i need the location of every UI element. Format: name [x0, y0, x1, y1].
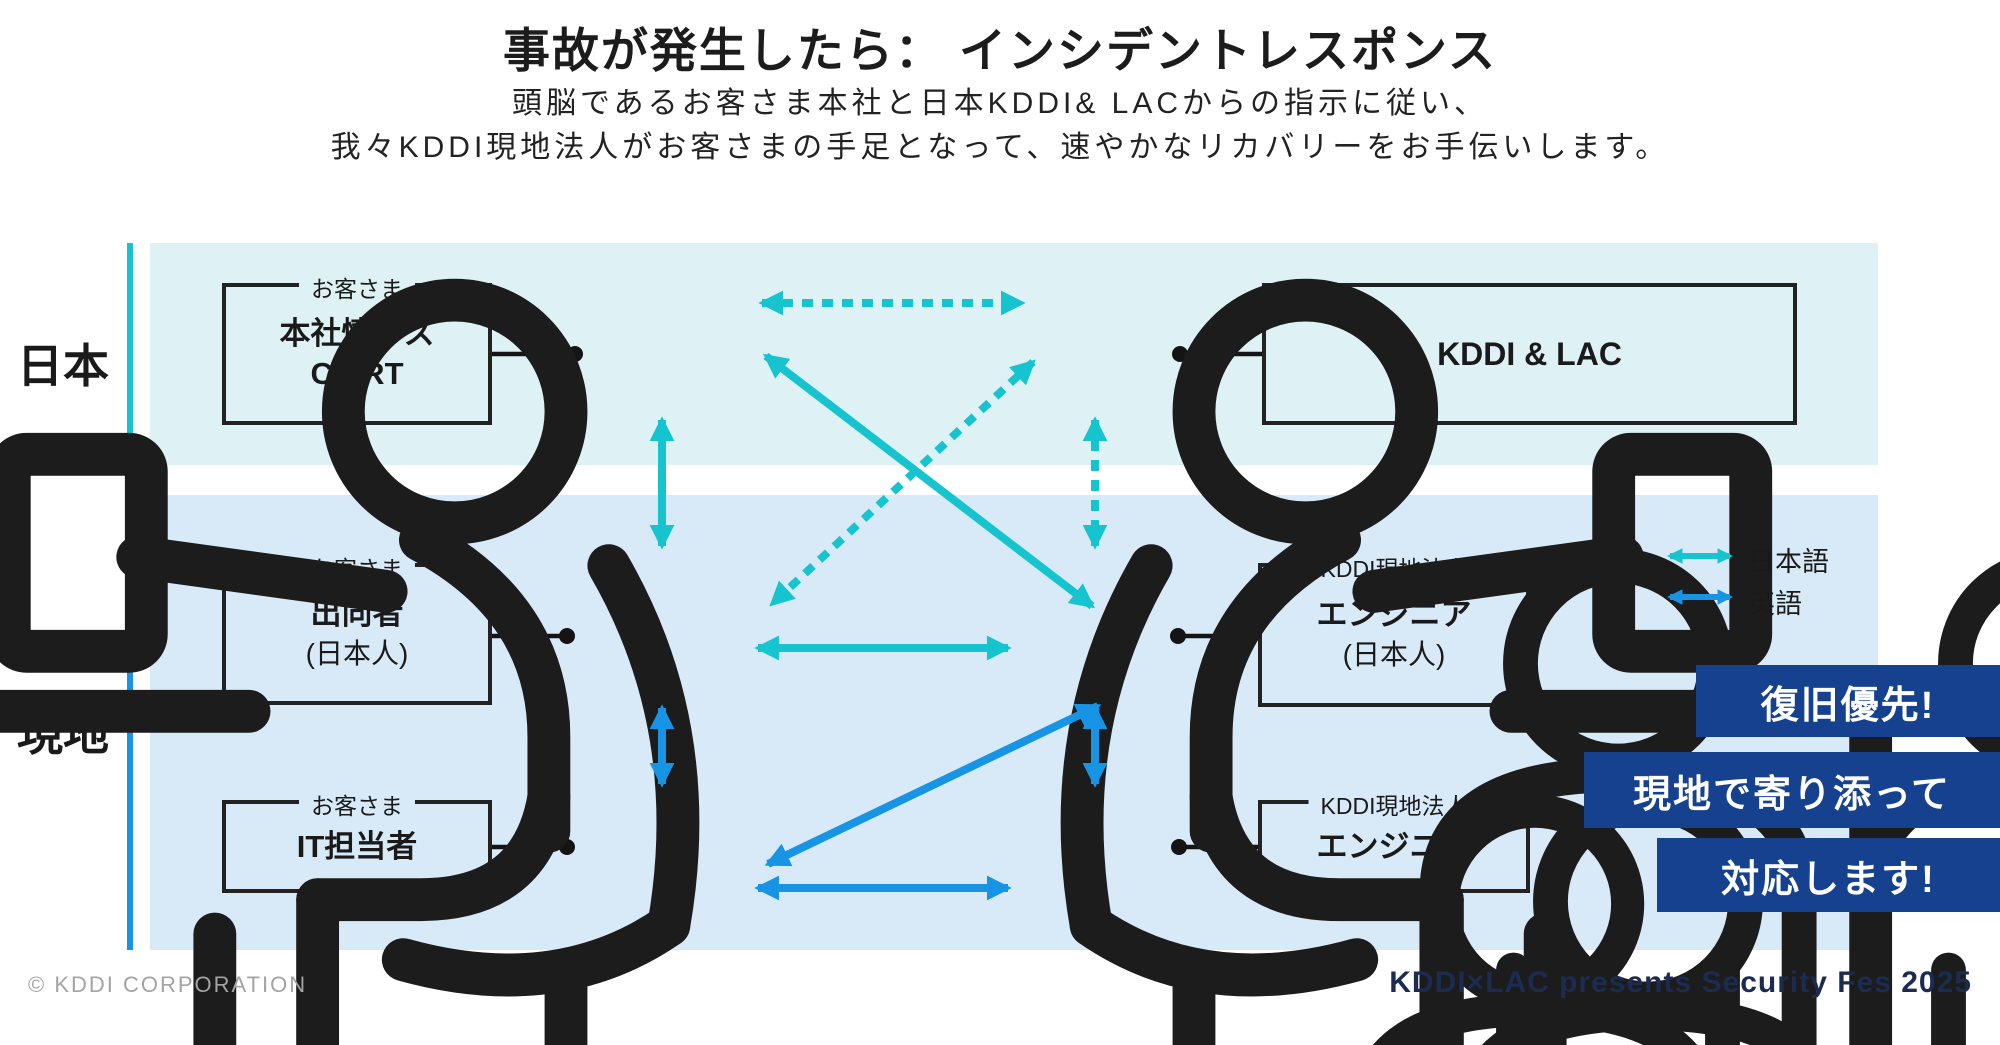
box-tag-kddi-local: KDDI現地法人: [1308, 787, 1480, 821]
box-customer-hq-csirt: お客さま 本社情シス CSIRT: [222, 270, 492, 425]
local-band-accent-bar: [127, 495, 133, 950]
box-secondee-line1: 出向者: [310, 596, 404, 631]
copyright-notice: © KDDI CORPORATION: [28, 972, 308, 997]
box-tag-customer: お客さま: [299, 270, 415, 304]
row-label-japan: 日本: [17, 340, 109, 392]
box-kddi-lac: KDDI & LAC: [1262, 283, 1797, 425]
box-customer-it-staff: お客さま IT担当者: [222, 787, 492, 893]
box-tag-customer: お客さま: [299, 787, 415, 821]
box-tag-kddi-local: KDDI現地法人: [1308, 550, 1480, 584]
box-tag-customer: お客さま: [299, 550, 415, 584]
event-branding: KDDI×LAC presents Security Fes 2025: [1389, 966, 1972, 999]
subtitle-line1: 頭脳であるお客さま本社と日本KDDI& LACからの指示に従い、: [511, 87, 1489, 120]
box-hq-line1: 本社情シス: [279, 316, 435, 351]
box-it-line1: IT担当者: [296, 828, 418, 864]
box-secondee-line2: (日本人): [305, 638, 409, 669]
badge-on-site-support: 現地で寄り添って: [1584, 752, 2000, 828]
legend-label-japanese: 日本語: [1748, 547, 1829, 577]
badge-recovery-first: 復旧優先!: [1696, 665, 2000, 737]
subtitle-line2: 我々KDDI現地法人がお客さまの手足となって、速やかなリカバリーをお手伝いします…: [330, 131, 1670, 164]
box-hq-line2: CSIRT: [310, 356, 404, 391]
page-title: 事故が発生したら： インシデントレスポンス: [502, 24, 1498, 77]
box-local-engineer-japanese: KDDI現地法人 エンジニア (日本人): [1258, 550, 1530, 707]
japan-band-accent-bar: [127, 243, 133, 465]
box-customer-secondee: お客さま 出向者 (日本人): [222, 550, 492, 705]
subtitle: 頭脳であるお客さま本社と日本KDDI& LACからの指示に従い、 我々KDDI現…: [0, 82, 2000, 170]
box-engjp-line2: (日本人): [1342, 639, 1446, 670]
box-kddi-lac-label: KDDI & LAC: [1437, 336, 1622, 372]
row-label-local: 現地: [17, 708, 109, 760]
box-engjp-line1: エンジニア: [1316, 597, 1472, 632]
badge-we-respond: 対応します!: [1657, 838, 2000, 912]
box-local-engineer: KDDI現地法人 エンジニア: [1258, 787, 1530, 893]
legend-label-english: 英語: [1748, 589, 1802, 619]
box-englocal-line1: エンジニア: [1316, 828, 1472, 864]
